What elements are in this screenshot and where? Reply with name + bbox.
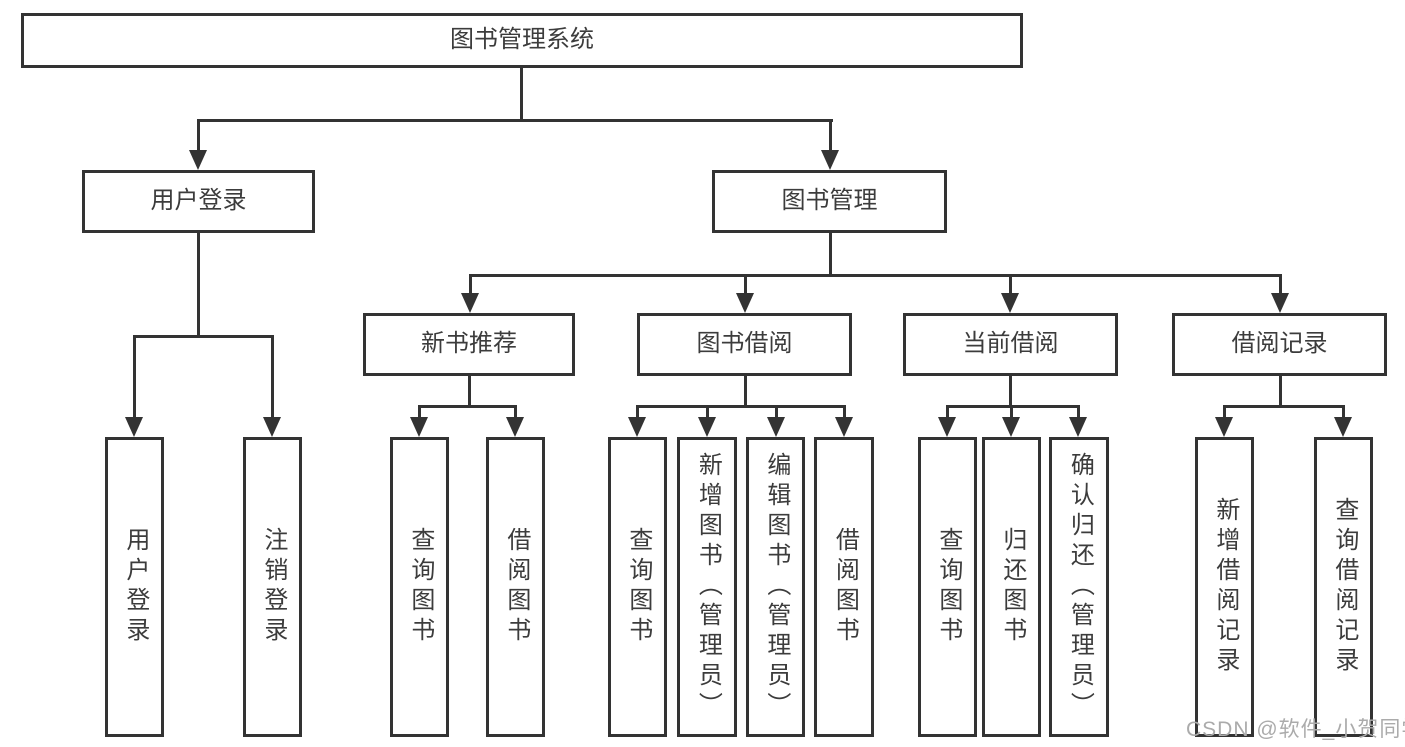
connector-line bbox=[133, 335, 274, 338]
leaf-bb-borrow-book: 借阅图书 bbox=[814, 437, 874, 737]
node-label: 图书管理 bbox=[781, 187, 878, 215]
node-current-borrow: 当前借阅 bbox=[903, 313, 1118, 376]
arrowhead-down-icon bbox=[698, 417, 716, 437]
connector-line bbox=[829, 233, 832, 276]
leaf-cb-return-book: 归还图书 bbox=[982, 437, 1041, 737]
arrowhead-down-icon bbox=[1334, 417, 1352, 437]
node-new-book-recommend: 新书推荐 bbox=[363, 313, 575, 376]
node-borrow-record: 借阅记录 bbox=[1172, 313, 1387, 376]
leaf-logout: 注销登录 bbox=[243, 437, 302, 737]
arrowhead-down-icon bbox=[821, 150, 839, 170]
node-label: 确认归还（管理员） bbox=[1066, 452, 1094, 722]
connector-line bbox=[1223, 405, 1345, 408]
connector-line bbox=[468, 376, 471, 407]
node-label: 用户登录 bbox=[121, 527, 149, 647]
node-label: 借阅图书 bbox=[502, 527, 530, 647]
node-library-management-system: 图书管理系统 bbox=[21, 13, 1023, 68]
leaf-rec-query-book: 查询图书 bbox=[390, 437, 449, 737]
connector-line bbox=[469, 274, 472, 295]
node-label: 用户登录 bbox=[150, 187, 247, 215]
connector-line bbox=[636, 405, 845, 408]
connector-line bbox=[418, 405, 517, 408]
node-label: 注销登录 bbox=[259, 527, 287, 647]
watermark: CSDN @软件_小贺同学 bbox=[1186, 718, 1405, 741]
connector-line bbox=[1279, 274, 1282, 295]
connector-line bbox=[133, 335, 136, 419]
node-label: 图书借阅 bbox=[696, 330, 793, 358]
arrowhead-down-icon bbox=[125, 417, 143, 437]
arrowhead-down-icon bbox=[736, 293, 754, 313]
node-label: 编辑图书（管理员） bbox=[762, 452, 790, 722]
connector-line bbox=[843, 405, 846, 419]
node-label: 当前借阅 bbox=[962, 330, 1059, 358]
node-label: 查询图书 bbox=[934, 527, 962, 647]
leaf-bb-edit-book-admin: 编辑图书（管理员） bbox=[746, 437, 805, 737]
connector-line bbox=[775, 405, 778, 419]
connector-line bbox=[744, 376, 747, 407]
arrowhead-down-icon bbox=[506, 417, 524, 437]
arrowhead-down-icon bbox=[1001, 293, 1019, 313]
arrowhead-down-icon bbox=[1215, 417, 1233, 437]
connector-line bbox=[514, 405, 517, 419]
connector-line bbox=[1009, 376, 1012, 407]
arrowhead-down-icon bbox=[1271, 293, 1289, 313]
arrowhead-down-icon bbox=[835, 417, 853, 437]
connector-line bbox=[1009, 274, 1012, 295]
leaf-br-query-record: 查询借阅记录 bbox=[1314, 437, 1373, 737]
connector-line bbox=[418, 405, 421, 419]
connector-line bbox=[706, 405, 709, 419]
leaf-cb-query-book: 查询图书 bbox=[918, 437, 977, 737]
arrowhead-down-icon bbox=[410, 417, 428, 437]
node-label: 新书推荐 bbox=[421, 330, 517, 358]
arrowhead-down-icon bbox=[767, 417, 785, 437]
connector-line bbox=[520, 68, 523, 120]
arrowhead-down-icon bbox=[938, 417, 956, 437]
leaf-bb-add-book-admin: 新增图书（管理员） bbox=[677, 437, 737, 737]
node-label: 新增借阅记录 bbox=[1211, 497, 1239, 677]
leaf-rec-borrow-book: 借阅图书 bbox=[486, 437, 545, 737]
arrowhead-down-icon bbox=[1002, 417, 1020, 437]
connector-line bbox=[1077, 405, 1080, 419]
connector-line bbox=[1010, 405, 1013, 419]
leaf-user-login: 用户登录 bbox=[105, 437, 164, 737]
connector-line bbox=[744, 274, 747, 295]
leaf-cb-confirm-return-admin: 确认归还（管理员） bbox=[1049, 437, 1109, 737]
connector-line bbox=[197, 233, 200, 337]
node-book-management: 图书管理 bbox=[712, 170, 947, 233]
node-label: 图书管理系统 bbox=[450, 26, 594, 54]
node-label: 查询借阅记录 bbox=[1330, 497, 1358, 677]
connector-line bbox=[469, 274, 1282, 277]
node-label: 新增图书（管理员） bbox=[694, 452, 722, 722]
node-label: 借阅记录 bbox=[1231, 330, 1328, 358]
node-user-login: 用户登录 bbox=[82, 170, 315, 233]
node-book-borrow: 图书借阅 bbox=[637, 313, 852, 376]
connector-line bbox=[1223, 405, 1226, 419]
node-label: 查询图书 bbox=[624, 527, 652, 647]
connector-line bbox=[1279, 376, 1282, 407]
connector-line bbox=[197, 119, 200, 152]
arrowhead-down-icon bbox=[263, 417, 281, 437]
leaf-bb-query-book: 查询图书 bbox=[608, 437, 667, 737]
node-label: 归还图书 bbox=[998, 527, 1026, 647]
node-label: 借阅图书 bbox=[831, 527, 859, 647]
connector-line bbox=[271, 335, 274, 419]
connector-line bbox=[197, 119, 833, 122]
connector-line bbox=[946, 405, 949, 419]
arrowhead-down-icon bbox=[189, 150, 207, 170]
node-label: 查询图书 bbox=[406, 527, 434, 647]
connector-line bbox=[829, 119, 832, 152]
connector-line bbox=[636, 405, 639, 419]
connector-line bbox=[1342, 405, 1345, 419]
arrowhead-down-icon bbox=[461, 293, 479, 313]
leaf-br-add-record: 新增借阅记录 bbox=[1195, 437, 1254, 737]
arrowhead-down-icon bbox=[1069, 417, 1087, 437]
arrowhead-down-icon bbox=[628, 417, 646, 437]
